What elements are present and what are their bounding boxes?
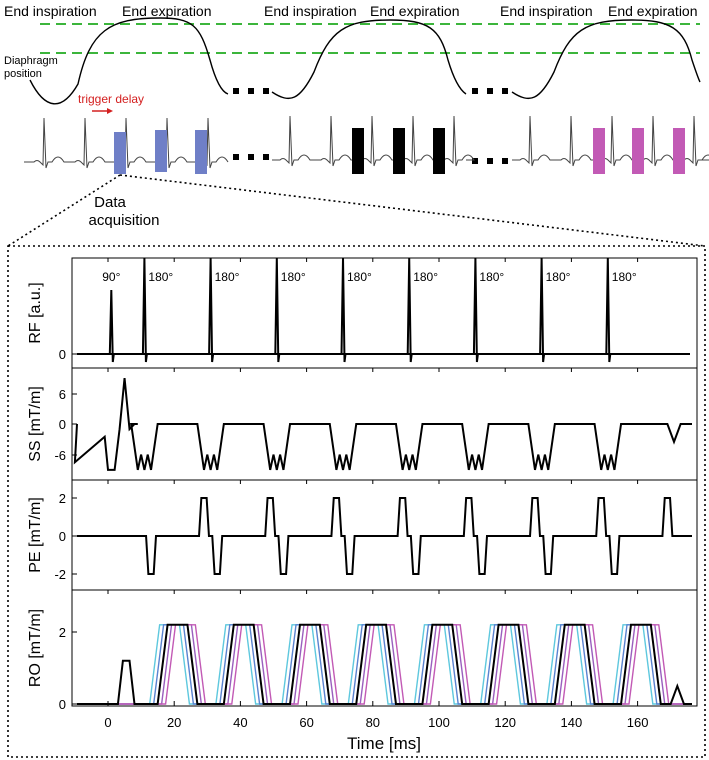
x-tick-label: 20 (167, 715, 181, 730)
zoom-line-right (119, 174, 706, 247)
pe-tick-0: 0 (59, 529, 66, 544)
zoom-line-left (7, 174, 121, 247)
x-tick-label: 60 (299, 715, 313, 730)
rf-pulse-label: 180° (413, 270, 438, 284)
ro-trace-line (77, 624, 692, 705)
ss-gradient-trace (73, 378, 692, 471)
diaphragm-curve-3 (511, 19, 701, 100)
pe-tick-2: 2 (59, 491, 66, 506)
ro-trace-line (77, 623, 692, 705)
diaphragm-curve-1 (29, 17, 229, 105)
rf-pulse-label: 180° (347, 270, 372, 284)
acquisition-label: acquisition (89, 212, 160, 229)
ss-ylabel: SS [mT/m] (27, 386, 44, 462)
pe-tick-neg2: -2 (54, 567, 66, 582)
diaphragm-label: Diaphragm (4, 55, 58, 67)
ecg-trace-2 (272, 115, 475, 167)
rf-pulse-label: 180° (546, 270, 571, 284)
x-tick-label: 80 (366, 715, 380, 730)
rf-pulse-train (77, 257, 690, 363)
acquisition-block (632, 128, 644, 174)
ro-ylabel: RO [mT/m] (27, 609, 44, 687)
end-expiration-label: End expiration (608, 3, 698, 19)
zoom-frame (7, 245, 706, 758)
end-expiration-label: End expiration (122, 3, 212, 19)
x-tick-label: 140 (561, 715, 583, 730)
rf-tick-0: 0 (59, 347, 66, 362)
end-inspiration-label: End inspiration (4, 3, 97, 19)
acquisition-block (352, 128, 364, 174)
ellipsis-ecg-2 (472, 158, 508, 164)
rf-pulse-labels: 90° 180° 180° 180° 180° 180° 180° 180° 180° (102, 270, 637, 284)
rf-pulse-label: 180° (612, 270, 637, 284)
trigger-delay-label: trigger delay (78, 92, 144, 106)
acquisition-block (155, 130, 167, 172)
x-axis-ticks: 0 20 40 60 80 100 120 140 160 (104, 258, 648, 730)
y-tick-marks (72, 353, 77, 705)
acquisition-block (433, 128, 445, 174)
x-tick-label: 160 (627, 715, 649, 730)
pe-ylabel: PE [mT/m] (27, 497, 44, 573)
data-label: Data (94, 194, 126, 211)
ro-trace-line (77, 624, 692, 705)
ss-tick-0: 0 (59, 417, 66, 432)
position-label: position (4, 68, 42, 80)
x-tick-label: 120 (494, 715, 516, 730)
acquisition-block (673, 128, 685, 174)
acquisition-block (114, 132, 126, 174)
ellipsis-top-2 (472, 88, 508, 94)
ro-panel (71, 589, 698, 707)
respiratory-schematic: End inspiration End expiration End inspi… (4, 3, 709, 247)
pe-gradient-trace (77, 497, 692, 575)
end-inspiration-label: End inspiration (264, 3, 357, 19)
ro-trace-line (77, 624, 692, 705)
x-axis-label: Time [ms] (347, 734, 421, 753)
rf-pulse-label: 180° (148, 270, 173, 284)
ss-tick-neg6: -6 (54, 448, 66, 463)
rf-trace (77, 257, 690, 363)
ss-tick-6: 6 (59, 387, 66, 402)
sequence-diagram: RF [a.u.] SS [mT/m] PE [mT/m] RO [mT/m] … (27, 257, 698, 753)
acquisition-block (593, 128, 605, 174)
acquisition-block (195, 130, 207, 174)
ro-gradient-traces (77, 623, 692, 705)
rf-pulse-label: 90° (102, 270, 120, 284)
trigger-delay-arrowhead (107, 108, 113, 114)
x-tick-label: 0 (104, 715, 111, 730)
end-expiration-label: End expiration (370, 3, 460, 19)
ro-trace-line (77, 624, 692, 705)
x-tick-label: 40 (233, 715, 247, 730)
rf-pulse-label: 180° (479, 270, 504, 284)
acquisition-blocks (114, 128, 685, 174)
diaphragm-curve-2 (271, 19, 467, 100)
ro-tick-0: 0 (59, 697, 66, 712)
ro-tick-2: 2 (59, 625, 66, 640)
ecg-trace-3 (512, 115, 709, 167)
acquisition-block (393, 128, 405, 174)
end-inspiration-label: End inspiration (500, 3, 593, 19)
ellipsis-top-1 (233, 88, 269, 94)
ellipsis-ecg-1 (233, 154, 269, 160)
rf-pulse-label: 180° (281, 270, 306, 284)
x-tick-label: 100 (428, 715, 450, 730)
rf-pulse-label: 180° (215, 270, 240, 284)
rf-ylabel: RF [a.u.] (27, 282, 44, 343)
